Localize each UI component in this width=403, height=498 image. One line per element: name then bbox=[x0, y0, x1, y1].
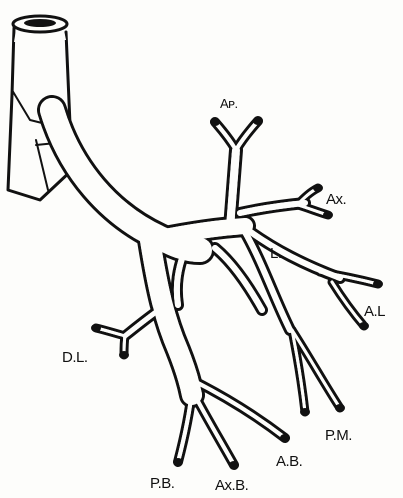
dl-down-end bbox=[119, 351, 129, 359]
dl-up-end bbox=[91, 324, 101, 332]
ap-left-end bbox=[210, 118, 220, 126]
label-al: A.L bbox=[364, 304, 385, 319]
pm-end-1 bbox=[300, 408, 310, 416]
branch-fill-apical-right bbox=[236, 121, 258, 150]
branch-fill-lateral-down bbox=[332, 282, 364, 326]
label-axb: Ax.B. bbox=[215, 478, 248, 493]
pb-end bbox=[173, 458, 183, 466]
ax-up-end bbox=[313, 184, 323, 192]
label-pb: P.B. bbox=[150, 476, 174, 491]
label-dl: D.L. bbox=[62, 350, 88, 365]
label-ab: A.B. bbox=[276, 454, 302, 469]
ap-right-end bbox=[253, 117, 263, 125]
pm-end-2 bbox=[335, 404, 345, 412]
axb-end bbox=[229, 461, 239, 469]
al-up-end bbox=[373, 280, 383, 288]
label-ax: Ax. bbox=[326, 192, 346, 207]
label-ap: Aᴘ. bbox=[220, 97, 238, 110]
ab-end bbox=[280, 434, 290, 442]
label-l: L. bbox=[270, 246, 282, 261]
branch-fill-dorsal-lateral bbox=[125, 312, 156, 336]
al-down-end bbox=[359, 322, 369, 330]
bronchial-branches bbox=[52, 110, 378, 465]
label-pm: P.M. bbox=[325, 428, 352, 443]
branch-fill-apical-left bbox=[215, 122, 236, 150]
ax-down-end bbox=[323, 211, 333, 219]
